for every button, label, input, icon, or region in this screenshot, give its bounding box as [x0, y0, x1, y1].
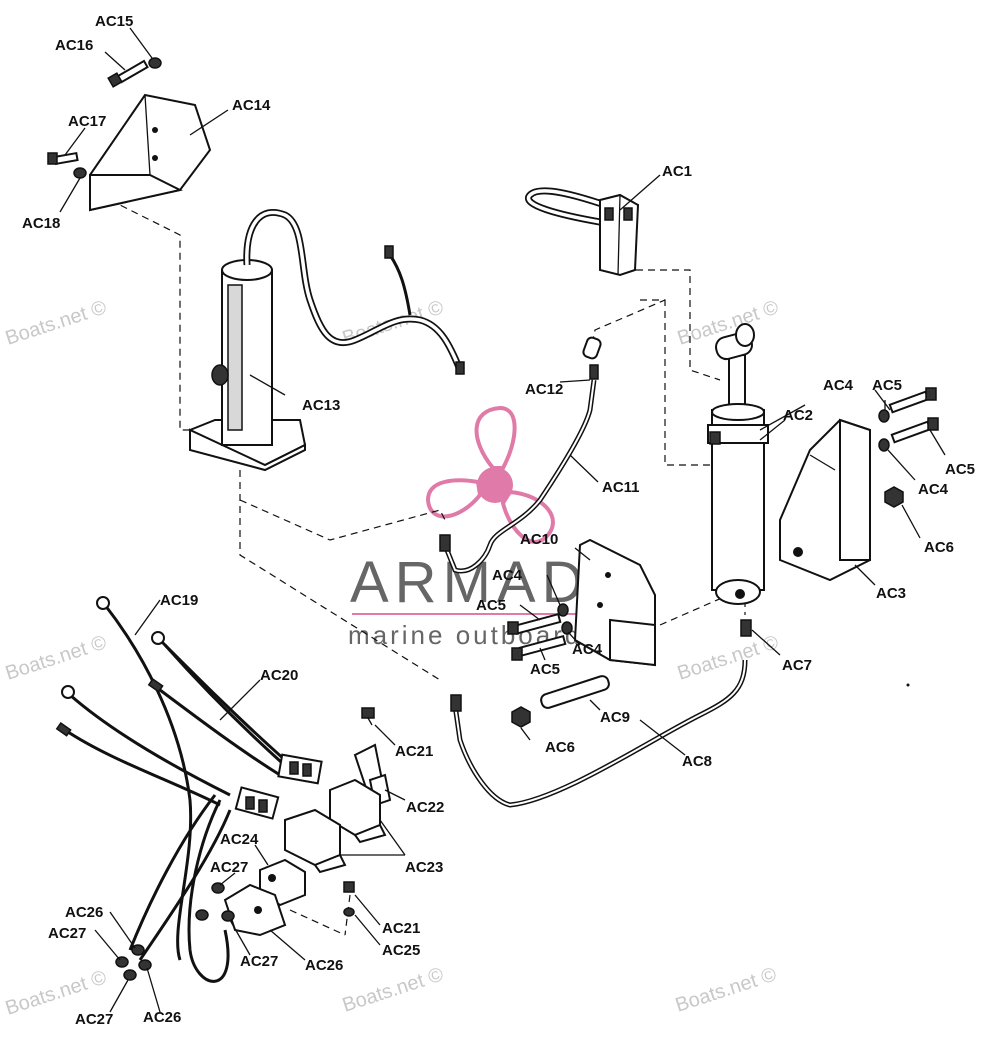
- label-ac27-c: AC27: [240, 953, 278, 970]
- screw-ac21-top: [361, 707, 375, 726]
- pump-motor-ac13: [188, 259, 307, 472]
- label-ac9: AC9: [600, 709, 630, 726]
- fitting-ac7: [740, 619, 752, 637]
- label-ac6-b: AC6: [545, 739, 575, 756]
- label-ac23: AC23: [405, 859, 443, 876]
- label-ac18: AC18: [22, 215, 60, 232]
- label-ac22: AC22: [406, 799, 444, 816]
- wire-harness-ac19-ac20: [55, 596, 323, 983]
- bolt-ac17: [47, 151, 79, 166]
- watermark-boats-left: Boats.net ©: [3, 296, 110, 349]
- washer-ac18: [73, 167, 87, 179]
- bracket-ac10: [573, 538, 656, 667]
- label-ac21-b: AC21: [382, 920, 420, 937]
- label-ac17: AC17: [68, 113, 106, 130]
- label-ac6-a: AC6: [924, 539, 954, 556]
- label-ac19: AC19: [160, 592, 198, 609]
- hardware-ac26-ac27: [115, 882, 235, 981]
- washer-ac25: [343, 907, 355, 917]
- label-ac21-a: AC21: [395, 743, 433, 760]
- label-ac4-d: AC4: [572, 641, 603, 658]
- washer-ac4-mid-lower: [561, 621, 573, 635]
- bolt-ac5-upper: [888, 387, 937, 414]
- nut-ac6-mid: [511, 706, 531, 728]
- label-ac1: AC1: [662, 163, 692, 180]
- watermark-boats-center-low: Boats.net ©: [3, 631, 110, 684]
- label-ac3: AC3: [876, 585, 906, 602]
- label-ac4-c: AC4: [492, 567, 523, 584]
- label-ac8: AC8: [682, 753, 712, 770]
- label-ac13: AC13: [302, 397, 340, 414]
- label-ac11: AC11: [602, 479, 640, 496]
- label-ac16: AC16: [55, 37, 93, 54]
- label-ac25: AC25: [382, 942, 420, 959]
- label-ac27-d: AC27: [75, 1011, 113, 1028]
- trim-cylinder-ac2: [707, 323, 769, 605]
- bolt-ac5-mid-lower: [511, 634, 567, 661]
- label-ac20: AC20: [260, 667, 298, 684]
- label-ac5-c: AC5: [476, 597, 506, 614]
- bracket-ac3: [779, 418, 871, 582]
- stray-dot: [906, 683, 910, 687]
- label-ac24: AC24: [220, 831, 259, 848]
- fitting-ac12: [582, 336, 602, 380]
- label-ac5-b: AC5: [945, 461, 975, 478]
- screw-ac21-bottom: [343, 881, 355, 893]
- washer-ac4-upper: [878, 409, 890, 423]
- label-ac5-d: AC5: [530, 661, 560, 678]
- propeller-logo-icon: [425, 405, 555, 544]
- pin-ac9: [540, 675, 610, 709]
- bracket-ac14: [89, 93, 212, 212]
- bracket-ac26-mid: [223, 883, 287, 937]
- label-ac7: AC7: [782, 657, 812, 674]
- watermark-boats-bottom-right: Boats.net ©: [673, 963, 780, 1016]
- label-ac15: AC15: [95, 13, 133, 30]
- label-ac5-a: AC5: [872, 377, 902, 394]
- label-ac26-b: AC26: [305, 957, 343, 974]
- relay-ac23-lower: [284, 808, 347, 874]
- label-ac26-c: AC26: [143, 1009, 181, 1026]
- washer-ac15: [148, 57, 162, 69]
- label-ac4-a: AC4: [823, 377, 854, 394]
- label-ac14: AC14: [232, 97, 271, 114]
- wire-terminal-icon: [384, 245, 394, 259]
- bolt-ac16: [107, 59, 149, 88]
- watermark-boats-right-mid: Boats.net ©: [675, 631, 782, 684]
- label-ac27-a: AC27: [210, 859, 248, 876]
- washer-ac4-mid-upper: [557, 603, 569, 617]
- bolt-ac5-lower: [890, 417, 939, 444]
- label-ac2: AC2: [783, 407, 813, 424]
- label-ac12: AC12: [525, 381, 563, 398]
- label-ac27-b: AC27: [48, 925, 86, 942]
- leader-lines: [59, 27, 946, 1013]
- label-ac4-b: AC4: [918, 481, 949, 498]
- washer-ac4-lower: [878, 438, 890, 452]
- clip-ac1: [524, 187, 640, 277]
- nut-ac6-right: [884, 486, 904, 508]
- motor-wire: [388, 254, 412, 316]
- label-ac26-a: AC26: [65, 904, 103, 921]
- bolt-ac5-mid-upper: [507, 612, 562, 635]
- label-ac10: AC10: [520, 531, 558, 548]
- watermark-boats-bottom-mid: Boats.net ©: [340, 963, 447, 1016]
- tube-end-fitting-icon: [439, 534, 451, 552]
